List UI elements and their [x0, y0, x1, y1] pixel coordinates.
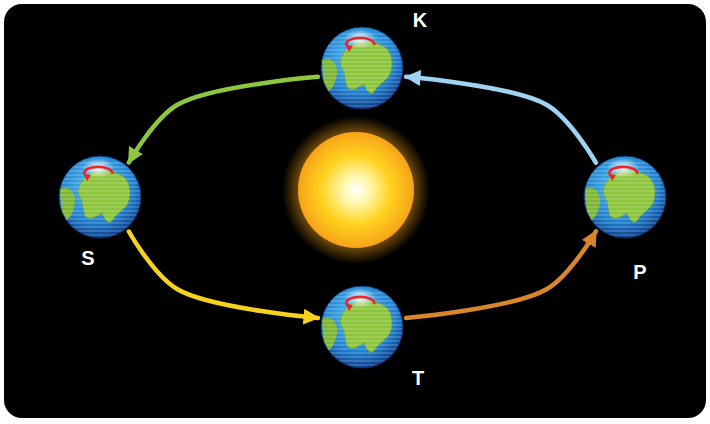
latitude-line: [320, 325, 404, 326]
latitude-line: [320, 102, 404, 103]
latitude-line: [320, 82, 404, 83]
latitude-line: [58, 231, 142, 232]
latitude-line: [583, 223, 667, 224]
latitude-line: [583, 203, 667, 204]
orbit-arrow: [129, 77, 318, 163]
latitude-line: [320, 321, 404, 322]
latitude-line: [320, 50, 404, 51]
latitude-line: [58, 199, 142, 200]
latitude-line: [320, 357, 404, 358]
latitude-line: [320, 86, 404, 87]
latitude-line: [320, 361, 404, 362]
latitude-line: [583, 211, 667, 212]
latitude-line: [583, 231, 667, 232]
continent: [340, 301, 392, 353]
latitude-line: [320, 54, 404, 55]
position-label: K: [413, 10, 427, 30]
latitude-line: [583, 227, 667, 228]
rotation-arrowhead: [84, 174, 91, 181]
orbit-arrow: [129, 232, 318, 318]
latitude-line: [320, 62, 404, 63]
latitude-line: [58, 187, 142, 188]
orbit-arrow: [406, 77, 596, 163]
latitude-line: [320, 70, 404, 71]
latitude-line: [320, 329, 404, 330]
globe-drawing: [583, 155, 667, 239]
latitude-line: [58, 179, 142, 180]
latitude-line: [583, 219, 667, 220]
globe-outline: [59, 156, 141, 238]
latitude-line: [58, 183, 142, 184]
globe-outline: [321, 27, 403, 109]
latitude-line: [320, 94, 404, 95]
latitude-line: [583, 187, 667, 188]
latitude-line: [320, 106, 404, 107]
latitude-line: [58, 215, 142, 216]
latitude-line: [320, 309, 404, 310]
continent: [603, 171, 655, 223]
globe-drawing: [320, 26, 404, 110]
ocean: [59, 156, 141, 238]
latitude-line: [58, 235, 142, 236]
latitude-line: [320, 345, 404, 346]
position-label: T: [412, 368, 424, 388]
latitude-line: [320, 58, 404, 59]
latitude-line: [583, 183, 667, 184]
latitude-line: [583, 199, 667, 200]
globe-outline: [321, 286, 403, 368]
latitude-line: [58, 207, 142, 208]
space-panel: [4, 4, 706, 418]
latitude-line: [320, 353, 404, 354]
latitude-line: [58, 211, 142, 212]
latitude-line: [58, 223, 142, 224]
latitude-line: [583, 215, 667, 216]
latitude-line: [583, 179, 667, 180]
earth-globe: S: [58, 155, 142, 239]
latitude-line: [583, 191, 667, 192]
latitude-line: [320, 98, 404, 99]
globe-drawing: [58, 155, 142, 239]
latitude-line: [320, 74, 404, 75]
ocean: [321, 27, 403, 109]
earth-globe: P: [583, 155, 667, 239]
latitude-line: [320, 90, 404, 91]
position-label: S: [81, 248, 94, 268]
latitude-line: [320, 349, 404, 350]
earth-globe: T: [320, 285, 404, 369]
globe-drawing: [320, 285, 404, 369]
latitude-line: [583, 235, 667, 236]
latitude-line: [320, 317, 404, 318]
latitude-line: [320, 337, 404, 338]
sun: [298, 132, 414, 248]
continent: [340, 42, 392, 94]
latitude-line: [320, 313, 404, 314]
rotation-arrowhead: [346, 45, 353, 52]
latitude-line: [58, 195, 142, 196]
latitude-line: [320, 78, 404, 79]
latitude-line: [320, 333, 404, 334]
latitude-line: [320, 66, 404, 67]
latitude-line: [58, 219, 142, 220]
latitude-line: [583, 195, 667, 196]
globe-outline: [584, 156, 666, 238]
latitude-line: [58, 203, 142, 204]
ocean: [584, 156, 666, 238]
latitude-line: [320, 365, 404, 366]
sun-glow: [282, 116, 430, 264]
latitude-line: [320, 341, 404, 342]
rotation-arrowhead: [609, 174, 616, 181]
rotation-arrowhead: [346, 304, 353, 311]
orbit-arrow: [406, 231, 596, 318]
ocean: [321, 286, 403, 368]
latitude-line: [583, 207, 667, 208]
latitude-line: [58, 227, 142, 228]
latitude-line: [58, 191, 142, 192]
position-label: P: [633, 262, 646, 282]
continent: [78, 171, 130, 223]
earth-globe: K: [320, 26, 404, 110]
